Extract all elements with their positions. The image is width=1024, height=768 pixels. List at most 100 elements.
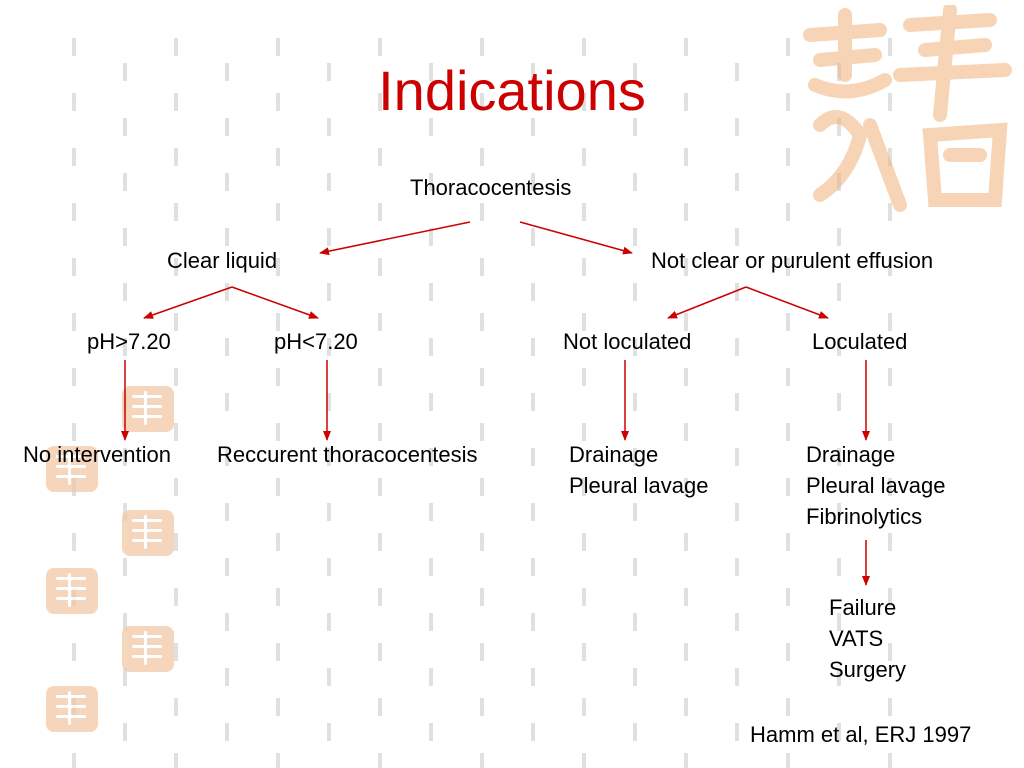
background-dash [684,478,688,496]
background-dash [429,558,433,576]
background-dash [276,258,280,276]
outcome-line: Pleural lavage [569,473,709,498]
background-dash [633,723,637,741]
background-dash [378,478,382,496]
background-dash [735,613,739,631]
node-not-clear: Not clear or purulent effusion [651,248,934,273]
background-dash [786,148,790,166]
background-dash [837,393,841,411]
arrow-to-clear-liquid [319,221,471,256]
background-dash [888,258,892,276]
decorative-seal-large [790,3,1020,215]
background-dash [378,423,382,441]
background-dash [582,533,586,551]
node-recurrent: Reccurent thoracocentesis [217,442,478,467]
background-dash [684,533,688,551]
decorative-seal [122,626,174,672]
background-dash [735,503,739,521]
background-dash [684,258,688,276]
background-dash [684,423,688,441]
node-not-loculated-outcome: Drainage Pleural lavage [569,439,708,501]
background-dash [225,338,229,356]
background-dash [225,393,229,411]
background-dash [174,93,178,111]
background-dash [888,478,892,496]
background-dash [480,533,484,551]
background-dash [123,228,127,246]
background-dash [327,613,331,631]
background-dash [735,448,739,466]
outcome-line: Failure [829,595,897,620]
node-not-loculated: Not loculated [563,329,692,354]
background-dash [174,643,178,661]
background-dash [837,613,841,631]
background-dash [72,753,76,768]
background-dash [684,203,688,221]
background-dash [429,393,433,411]
decorative-seal [46,446,98,492]
background-dash [531,393,535,411]
background-dash [888,313,892,331]
background-dash [582,698,586,716]
background-dash [174,753,178,768]
background-dash [735,338,739,356]
background-dash [276,203,280,221]
background-dash [480,148,484,166]
background-dash [633,668,637,686]
background-dash [378,753,382,768]
background-dash [174,148,178,166]
background-dash [123,173,127,191]
background-dash [480,38,484,56]
background-dash [378,643,382,661]
background-dash [480,478,484,496]
background-dash [225,283,229,301]
background-dash [531,283,535,301]
background-dash [174,258,178,276]
background-dash [72,423,76,441]
background-dash [582,148,586,166]
background-dash [429,668,433,686]
background-dash [276,478,280,496]
background-dash [735,118,739,136]
background-dash [72,93,76,111]
background-dash [276,38,280,56]
background-dash [837,283,841,301]
background-dash [429,723,433,741]
arrow-to-not-clear [519,221,633,255]
background-dash [735,723,739,741]
background-dash [888,643,892,661]
decorative-seal [46,568,98,614]
background-dash [276,753,280,768]
background-dash [225,173,229,191]
background-dash [888,588,892,606]
node-clear-liquid: Clear liquid [167,248,278,273]
background-dash [888,423,892,441]
background-dash [888,368,892,386]
background-dash [531,118,535,136]
background-dash [429,613,433,631]
background-dash [480,753,484,768]
background-dash [837,118,841,136]
background-dash [174,203,178,221]
background-dash [582,478,586,496]
node-ph-high: pH>7.20 [87,329,171,354]
background-dash [123,338,127,356]
background-dash [888,698,892,716]
background-dash [378,148,382,166]
background-dash [684,368,688,386]
background-dash [633,283,637,301]
background-dash [123,613,127,631]
background-dash [786,38,790,56]
background-dash [225,118,229,136]
background-dash [429,173,433,191]
background-dash [276,533,280,551]
background-dash [327,283,331,301]
page-title: Indications [378,59,646,122]
background-dash [174,38,178,56]
background-dash [480,643,484,661]
background-dash [429,503,433,521]
background-dash [123,723,127,741]
background-dash [480,258,484,276]
background-dash [327,723,331,741]
